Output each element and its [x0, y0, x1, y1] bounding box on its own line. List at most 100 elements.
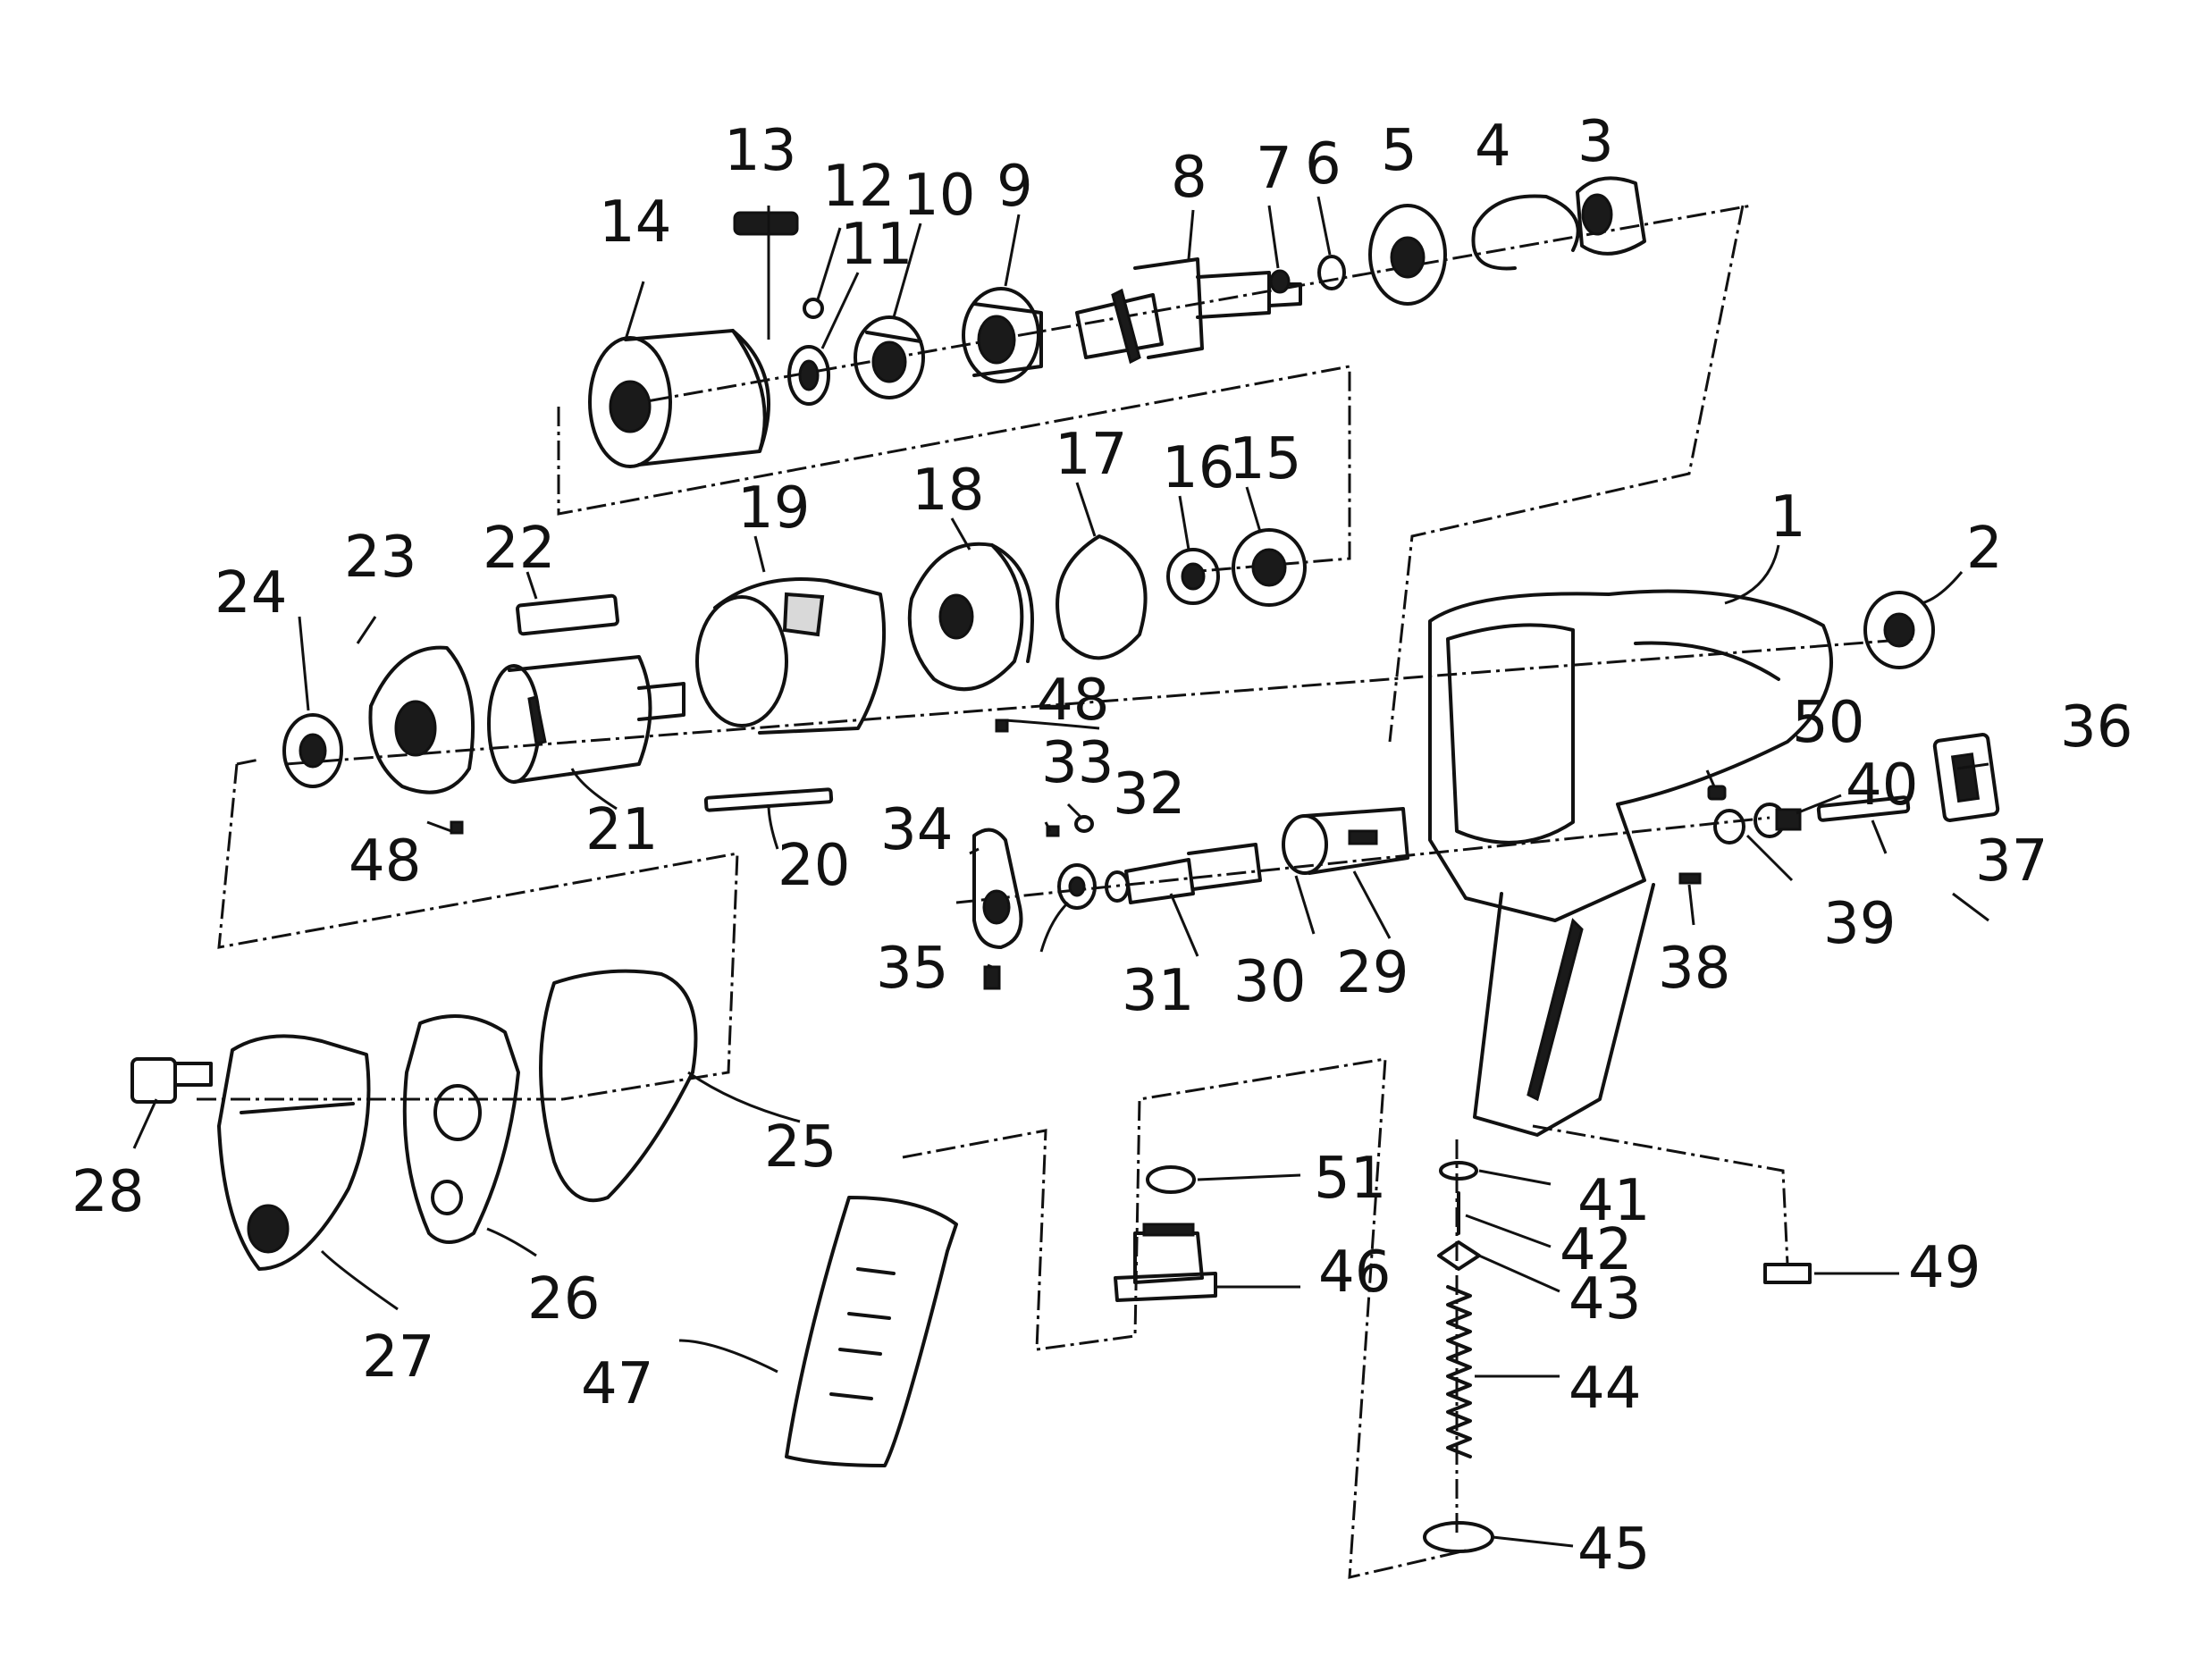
- callout-37: 37: [1975, 828, 2048, 895]
- part-17-gasket: [1056, 534, 1148, 660]
- callout-48-a: 48: [349, 828, 421, 895]
- part-37-rod: [1816, 795, 1911, 822]
- callout-40: 40: [1846, 752, 1918, 819]
- callout-25: 25: [764, 1114, 837, 1181]
- part-19-cylinder: [695, 577, 887, 735]
- part-31-washer: [1057, 863, 1097, 910]
- callout-10: 10: [903, 163, 975, 229]
- part-29-bushing: [1282, 807, 1409, 875]
- callout-8: 8: [1171, 145, 1207, 211]
- callout-38: 38: [1658, 936, 1730, 1002]
- callout-51: 51: [1314, 1146, 1386, 1212]
- part-5-front-plate: [1368, 204, 1447, 306]
- callout-27: 27: [362, 1324, 434, 1391]
- part-33-spring: [1046, 825, 1060, 837]
- callout-14: 14: [599, 189, 671, 256]
- callout-43: 43: [1569, 1266, 1641, 1332]
- callout-48-b: 48: [1037, 668, 1109, 734]
- callout-15: 15: [1229, 426, 1301, 492]
- part-36-reverse-button: [1932, 733, 2000, 822]
- callout-29: 29: [1336, 940, 1409, 1006]
- callout-2: 2: [1966, 516, 2003, 582]
- part-15-bearing: [1232, 528, 1307, 607]
- callout-19: 19: [737, 475, 810, 542]
- part-38-pin: [1678, 872, 1702, 885]
- part-40-valve: [1754, 803, 1802, 838]
- part-21-rotor: [487, 655, 685, 784]
- part-8-anvil: [1075, 257, 1302, 365]
- callout-42: 42: [1560, 1217, 1632, 1283]
- callout-44: 44: [1569, 1356, 1641, 1422]
- callout-26: 26: [527, 1266, 600, 1332]
- callout-41: 41: [1577, 1168, 1650, 1234]
- part-48-pin-b: [995, 719, 1009, 733]
- callout-46: 46: [1318, 1240, 1391, 1306]
- part-4-snap-ring: [1471, 194, 1580, 271]
- assembly-guide-lines: [197, 204, 1913, 1579]
- part-2-bushing: [1863, 591, 1935, 669]
- callout-11: 11: [840, 212, 913, 278]
- part-14-hammer-case: [588, 329, 770, 468]
- part-49-screw: [1763, 1263, 1812, 1284]
- callout-18: 18: [912, 458, 984, 524]
- callout-7: 7: [1256, 136, 1292, 202]
- part-48-pin-a: [450, 820, 464, 835]
- callout-6: 6: [1305, 131, 1341, 197]
- part-34-trigger: [972, 828, 1023, 949]
- part-3-front-bushing: [1576, 176, 1646, 256]
- part-18-end-plate: [907, 542, 1034, 692]
- callout-24: 24: [214, 560, 287, 626]
- callout-13: 13: [724, 118, 796, 184]
- callout-50: 50: [1792, 690, 1864, 756]
- callout-3: 3: [1577, 109, 1614, 175]
- callout-16: 16: [1162, 435, 1234, 501]
- part-1-housing: [1428, 589, 1833, 1137]
- leader-lines: [132, 196, 1989, 1548]
- part-25-gasket: [539, 969, 698, 1203]
- callout-33: 33: [1041, 730, 1114, 796]
- callout-1: 1: [1770, 484, 1806, 550]
- part-6-washer: [1317, 255, 1346, 290]
- part-22-blade: [516, 593, 619, 636]
- part-11-ring: [787, 345, 830, 406]
- parts: [130, 176, 2000, 1553]
- callout-31: 31: [1122, 958, 1194, 1024]
- callout-4: 4: [1475, 113, 1511, 180]
- part-23-rear-plate: [368, 645, 475, 794]
- part-43-valve: [1437, 1240, 1481, 1271]
- callout-47: 47: [581, 1351, 653, 1417]
- callout-21: 21: [585, 797, 658, 863]
- part-13-pin: [733, 211, 799, 236]
- callout-36: 36: [2060, 694, 2132, 761]
- part-30-valve-stem: [1105, 843, 1262, 904]
- callout-12: 12: [822, 154, 895, 220]
- part-9-cam: [962, 287, 1043, 383]
- part-44-spring: [1446, 1285, 1472, 1458]
- callout-20: 20: [778, 833, 850, 899]
- part-47-handle-cover: [785, 1196, 958, 1467]
- callout-5: 5: [1381, 118, 1417, 184]
- callout-45: 45: [1577, 1517, 1650, 1583]
- part-16-bearing: [1166, 548, 1220, 605]
- callout-49: 49: [1908, 1235, 1981, 1301]
- callout-28: 28: [71, 1159, 144, 1225]
- part-35-screw: [983, 965, 1001, 990]
- part-27-hammer-cover: [217, 1034, 371, 1271]
- callout-35: 35: [876, 936, 948, 1002]
- part-41-seal: [1439, 1161, 1478, 1181]
- part-12-ball: [803, 298, 824, 319]
- part-39-washer: [1713, 809, 1745, 845]
- callout-23: 23: [344, 525, 416, 591]
- part-45-gasket: [1423, 1521, 1494, 1553]
- part-24-bearing: [282, 713, 343, 788]
- part-46-air-inlet: [1114, 1223, 1217, 1302]
- part-51-ring: [1146, 1165, 1196, 1194]
- part-50-screw: [1707, 785, 1727, 801]
- callout-34: 34: [880, 797, 953, 863]
- callout-17: 17: [1055, 422, 1127, 488]
- callout-39: 39: [1823, 891, 1896, 957]
- part-28-bolt: [130, 1057, 213, 1104]
- callout-labels: 1 2 3 4 5 6 7 8 9 10 11 12 13 14 15 16 1…: [71, 109, 2132, 1583]
- part-26-gasket-plate: [402, 1014, 520, 1244]
